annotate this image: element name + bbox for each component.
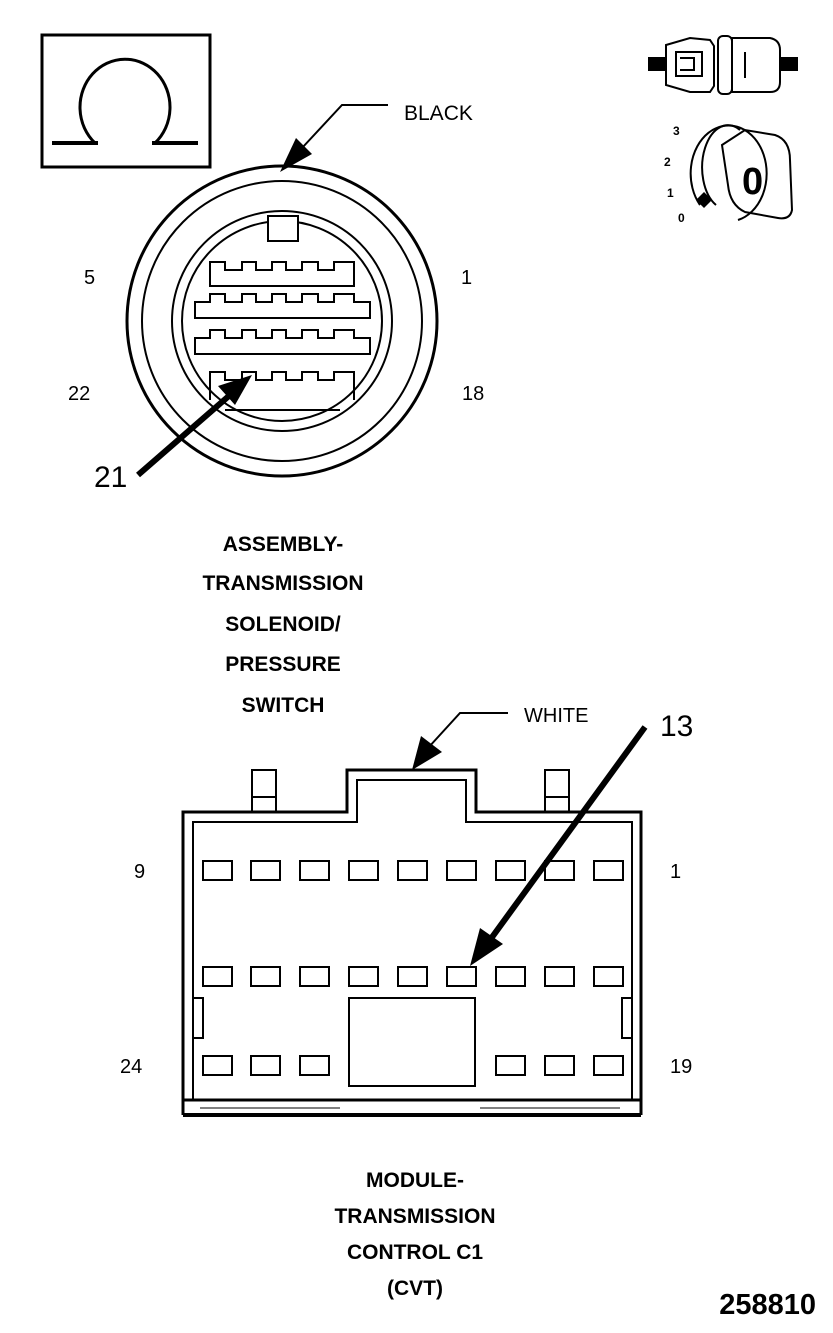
figure-id: 258810 bbox=[719, 1289, 816, 1321]
connector2-pin-19: 19 bbox=[670, 1056, 692, 1078]
solenoid-connector: BLACK 5 1 22 18 21 bbox=[68, 102, 484, 494]
connector1-pin-1: 1 bbox=[461, 267, 472, 289]
connector1-title-line-1: ASSEMBLY- bbox=[223, 533, 344, 556]
ignition-key-glyph: 0 bbox=[742, 161, 763, 203]
connector2-pin-24: 24 bbox=[120, 1056, 142, 1078]
connector2-title-line-4: (CVT) bbox=[387, 1277, 443, 1300]
connector2-row-1 bbox=[202, 860, 624, 881]
connector2-color-label: WHITE bbox=[524, 705, 588, 727]
connector1-title-line-5: SWITCH bbox=[242, 694, 325, 717]
connector1-title-line-2: TRANSMISSION bbox=[202, 572, 363, 595]
ohm-symbol-icon bbox=[40, 33, 212, 169]
connector1-title-line-3: SOLENOID/ bbox=[225, 613, 341, 636]
ignition-position-3: 3 bbox=[673, 124, 680, 138]
connector1-title: ASSEMBLY- TRANSMISSION SOLENOID/ PRESSUR… bbox=[202, 533, 363, 717]
tcm-connector: WHITE bbox=[120, 705, 693, 1117]
connector2-title-line-1: MODULE- bbox=[366, 1169, 464, 1192]
connector2-pin-1: 1 bbox=[670, 861, 681, 883]
ignition-key-icon: 3 2 1 0 0 bbox=[664, 124, 794, 225]
connector2-row-3 bbox=[202, 1055, 624, 1076]
disconnected-connector-icon bbox=[648, 35, 798, 95]
connector2-title-line-3: CONTROL C1 bbox=[347, 1241, 483, 1264]
connector2-pin-9: 9 bbox=[134, 861, 145, 883]
ignition-position-1: 1 bbox=[667, 186, 674, 200]
connector1-pin-5: 5 bbox=[84, 267, 95, 289]
connector2-title-line-2: TRANSMISSION bbox=[334, 1205, 495, 1228]
connector1-callout-pin: 21 bbox=[94, 461, 127, 494]
ignition-position-2: 2 bbox=[664, 155, 671, 169]
connector1-color-label: BLACK bbox=[404, 102, 473, 125]
connector2-row-2 bbox=[202, 966, 624, 987]
connector2-callout-pin: 13 bbox=[660, 710, 693, 743]
connector2-title: MODULE- TRANSMISSION CONTROL C1 (CVT) bbox=[334, 1169, 495, 1300]
ignition-position-0: 0 bbox=[678, 211, 685, 225]
connector1-pin-18: 18 bbox=[462, 383, 484, 405]
connector1-title-line-4: PRESSURE bbox=[225, 653, 341, 676]
connector1-pin-22: 22 bbox=[68, 383, 90, 405]
